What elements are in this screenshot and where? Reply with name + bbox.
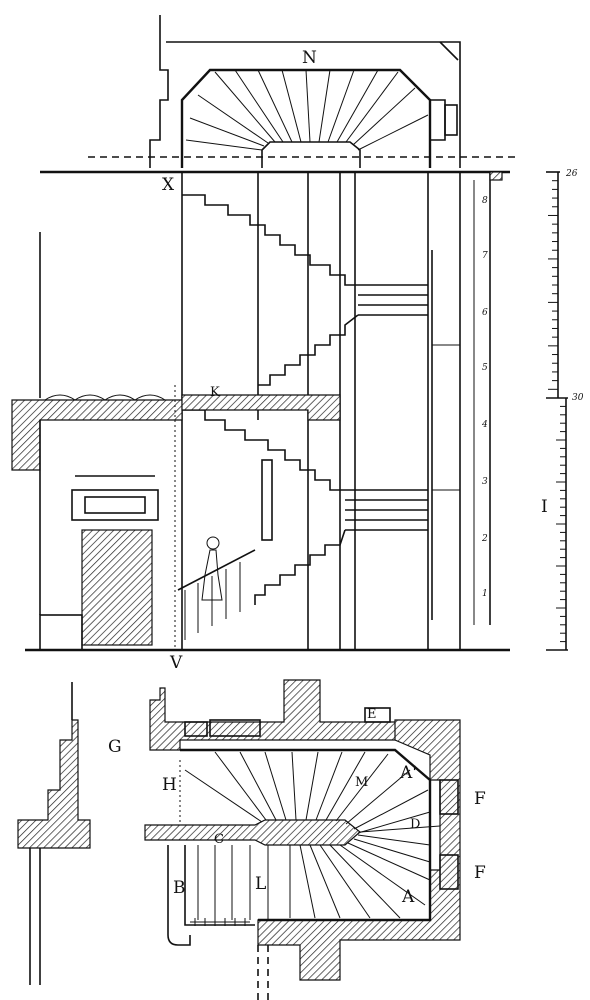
plan-straight-flight-treads bbox=[197, 845, 269, 920]
woman-figure-drawing bbox=[201, 536, 223, 601]
level-number: 4 bbox=[481, 420, 488, 430]
level-number: 3 bbox=[482, 477, 488, 487]
label-m: M bbox=[355, 775, 368, 790]
label-e: E bbox=[367, 707, 377, 722]
label-b: B bbox=[173, 878, 186, 898]
label-a-prime: A' bbox=[399, 763, 417, 783]
scale-bar: 26 30 bbox=[546, 169, 584, 651]
scale-ticks-upper bbox=[548, 171, 558, 399]
label-g: G bbox=[108, 737, 122, 757]
level-number: 5 bbox=[482, 363, 488, 373]
label-k: K bbox=[210, 385, 220, 400]
level-numbers: 1 2 3 4 5 6 7 8 bbox=[481, 196, 488, 599]
level-number: 7 bbox=[482, 251, 488, 261]
scale-ticks-lower bbox=[556, 397, 566, 651]
label-n: N bbox=[302, 48, 317, 68]
upper-winder-treads bbox=[185, 69, 429, 151]
letter-labels: N X K V I G H E M A' A F F B L C D bbox=[108, 48, 548, 907]
plan-baluster-row bbox=[190, 918, 250, 926]
label-x: X bbox=[162, 175, 175, 195]
label-h: H bbox=[162, 775, 177, 795]
label-f-upper: F bbox=[474, 789, 486, 809]
label-l: L bbox=[255, 874, 266, 894]
scale-value-top: 26 bbox=[565, 169, 578, 179]
scale-value-mid: 30 bbox=[572, 393, 584, 403]
label-f-lower: F bbox=[474, 863, 486, 883]
section-view bbox=[11, 15, 518, 652]
label-c: C bbox=[214, 832, 224, 847]
label-d: D bbox=[410, 817, 420, 832]
level-number: 1 bbox=[482, 589, 488, 599]
label-i: I bbox=[541, 497, 548, 517]
label-v: V bbox=[169, 653, 183, 673]
level-number: 6 bbox=[482, 308, 488, 318]
label-a: A bbox=[401, 887, 415, 907]
plan-lower-winder-treads bbox=[289, 834, 431, 919]
plan-view bbox=[17, 679, 461, 1000]
plan-upper-winder-treads bbox=[184, 751, 431, 834]
level-number: 2 bbox=[481, 534, 488, 544]
level-number: 8 bbox=[482, 196, 488, 206]
